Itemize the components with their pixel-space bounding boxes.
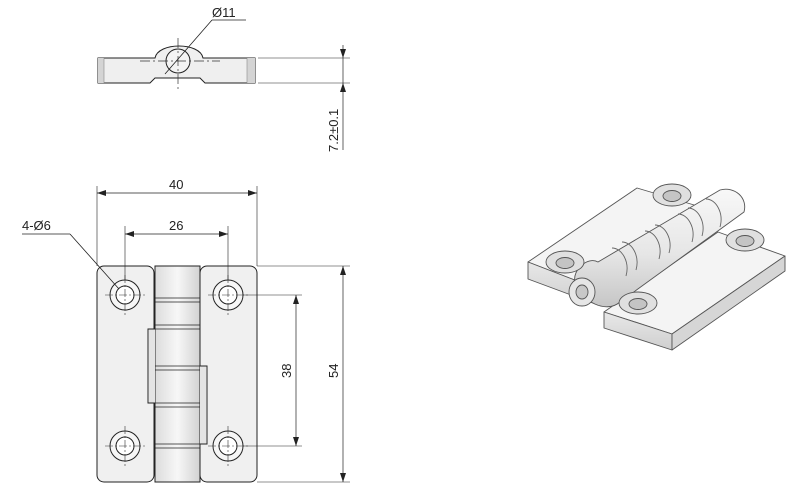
iso-hole-left-front — [545, 250, 585, 274]
thickness-label: 7.2±0.1 — [326, 109, 341, 152]
overall-width-label: 40 — [169, 177, 183, 192]
front-hole-bottom-left — [105, 426, 145, 466]
hole-spacing-vertical-label: 38 — [279, 364, 294, 378]
front-view: 40 26 4-Ø6 38 54 — [22, 177, 350, 483]
top-view-left-shade — [98, 58, 104, 83]
pin-diameter-label: Ø11 — [212, 5, 236, 20]
iso-hole-right-front — [618, 291, 658, 315]
iso-right-leaf-side-right — [671, 255, 786, 351]
holes-label: 4-Ø6 — [22, 218, 51, 233]
top-view-right-shade — [247, 58, 255, 83]
iso-hole-right-back — [725, 228, 765, 252]
front-hole-top-right — [208, 275, 248, 315]
hole-spacing-horizontal-label: 26 — [169, 218, 183, 233]
overall-height-label: 54 — [326, 364, 341, 378]
iso-hole-left-back — [652, 183, 692, 207]
iso-barrel-pin — [575, 284, 589, 300]
top-view: Ø11 7.2±0.1 — [97, 5, 350, 152]
isometric-view — [527, 183, 786, 351]
